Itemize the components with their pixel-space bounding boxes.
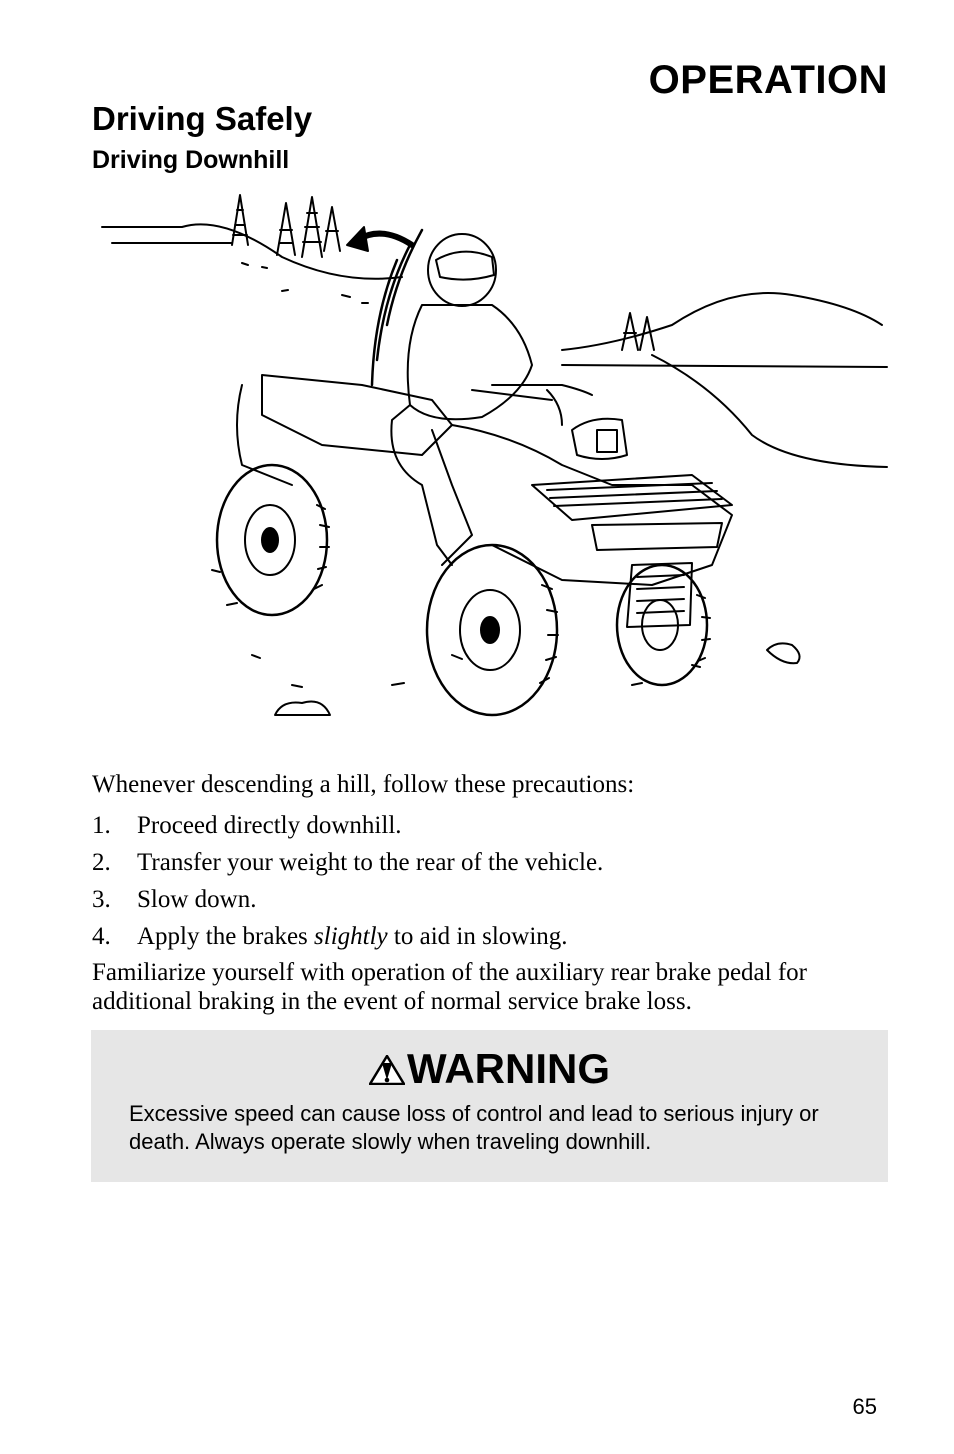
warning-text: Excessive speed can cause loss of contro… — [129, 1101, 819, 1154]
list-item-text: Proceed directly downhill. — [137, 812, 402, 839]
page-title: Driving Safely — [92, 100, 313, 137]
list-item-text: Transfer your weight to the rear of the … — [137, 849, 604, 876]
list-item-text-before: Apply the brakes — [137, 923, 315, 950]
closing-paragraph: Familiarize yourself with operation of t… — [92, 959, 807, 1015]
list-item-emphasis: slightly — [314, 923, 388, 950]
warning-heading-text: WARNING — [407, 1045, 610, 1092]
page-number: 65 — [852, 1394, 877, 1419]
list-item-number: 3. — [92, 886, 111, 913]
warning-box: WARNING Excessive speed can cause loss o… — [91, 1030, 888, 1182]
warning-triangle-icon — [368, 1054, 406, 1086]
section-header: OPERATION — [648, 58, 888, 102]
list-item-text: Slow down. — [137, 886, 257, 913]
list-item: 1. Proceed directly downhill. — [92, 810, 603, 847]
atv-rider-downhill-illustration — [101, 194, 888, 717]
list-item: 3. Slow down. — [92, 884, 603, 921]
warning-heading: WARNING — [91, 1044, 888, 1094]
list-item: 2. Transfer your weight to the rear of th… — [92, 847, 603, 884]
intro-paragraph: Whenever descending a hill, follow these… — [92, 771, 635, 798]
precautions-list: 1. Proceed directly downhill. 2. Transfer … — [92, 810, 603, 958]
list-item-text-after: to aid in slowing. — [387, 923, 568, 950]
list-item: 4. Apply the brakes slightly to aid in sl… — [92, 921, 603, 958]
list-item-number: 2. — [92, 849, 111, 876]
list-item-number: 4. — [92, 923, 111, 950]
list-item-number: 1. — [92, 812, 111, 839]
page-subtitle: Driving Downhill — [92, 146, 290, 174]
